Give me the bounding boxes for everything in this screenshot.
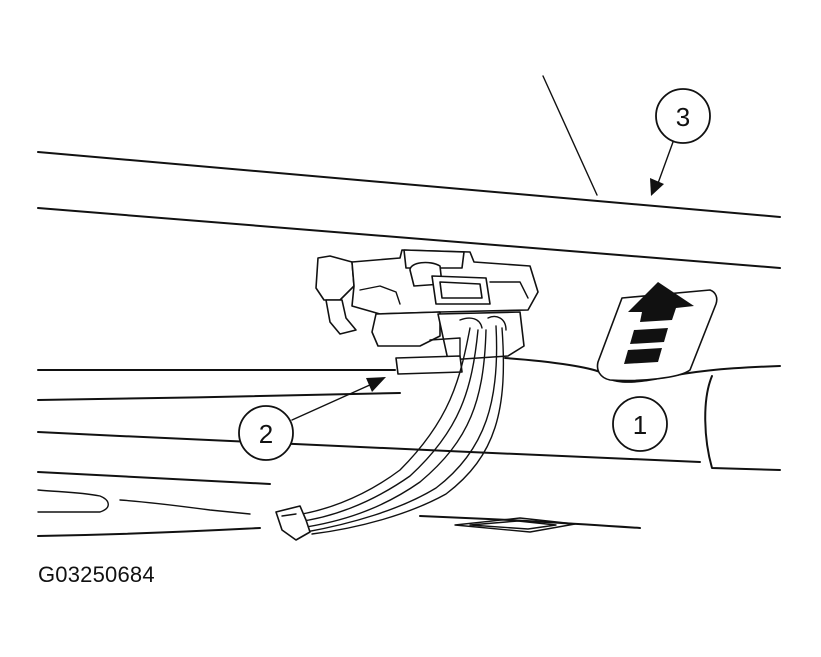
body-lower-contour xyxy=(37,471,271,485)
callout-1-label: 1 xyxy=(633,410,647,440)
trim-lower-line xyxy=(37,431,701,463)
up-arrow-icon xyxy=(628,282,694,322)
body-bottom-line xyxy=(37,527,261,537)
panel-lower-edge xyxy=(37,207,781,269)
wiring-harness xyxy=(275,325,505,541)
callout-1: 1 xyxy=(612,396,668,452)
callout-2-arrowhead xyxy=(366,377,386,392)
callout-3-arrowhead xyxy=(650,178,664,196)
cover-panel xyxy=(596,282,718,382)
bracket-shape-inner xyxy=(469,520,557,530)
body-lower-detail-1 xyxy=(37,489,109,513)
callout-3: 3 xyxy=(650,88,711,196)
body-bottom-right xyxy=(419,515,641,529)
panel-upper-edge xyxy=(37,151,781,218)
callout-2-label: 2 xyxy=(259,419,273,449)
bar-1 xyxy=(630,328,668,344)
callout-3-leader xyxy=(542,75,598,196)
callout-3-label: 3 xyxy=(676,102,690,132)
trim-upper-line-right xyxy=(504,357,601,373)
bar-2 xyxy=(624,348,662,364)
body-lower-detail-2 xyxy=(119,499,251,515)
trim-right-end xyxy=(704,375,781,471)
figure-id-label: G03250684 xyxy=(38,562,155,587)
trim-main-line xyxy=(37,392,401,401)
component-housing xyxy=(315,249,539,375)
bracket-shape xyxy=(454,517,576,533)
callout-2: 2 xyxy=(238,377,386,461)
